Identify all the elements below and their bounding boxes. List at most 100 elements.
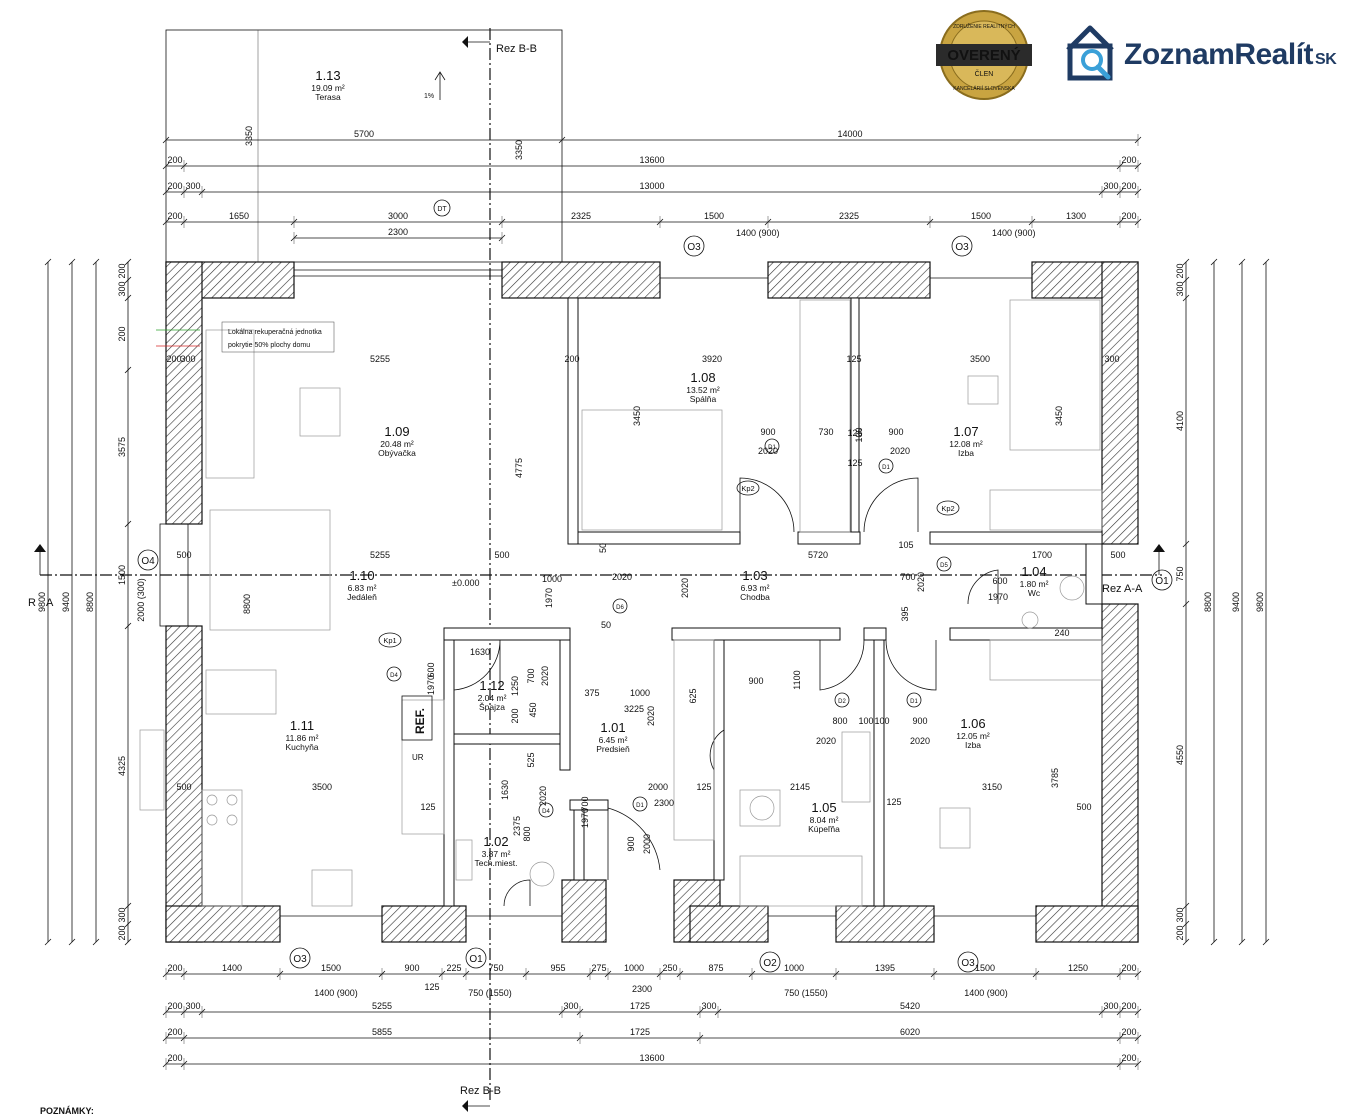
annotations: Lokálna rekuperačná jednotka pokrytie 50… — [156, 93, 479, 762]
room-name: Kuchyňa — [285, 742, 318, 752]
dim-label: 1725 — [630, 1001, 650, 1011]
right-dim-outer: 9800 — [1255, 258, 1270, 946]
interior-dim-label: 125 — [696, 782, 711, 792]
interior-dim-label: 525 — [526, 752, 536, 767]
dim-label: 900 — [404, 963, 419, 973]
house-search-icon — [1066, 25, 1114, 81]
interior-dim-label: 125 — [846, 354, 861, 364]
opening-tags: O3 O3 O3 O1 O2 O3 O4 O1 DT Kp2 Kp2 Kp1 D… — [137, 199, 1173, 973]
room-number: 1.09 — [384, 424, 409, 439]
room-name: Izba — [958, 448, 974, 458]
interior-dim-label: 3785 — [1050, 768, 1060, 788]
dim-label: 200 — [167, 155, 182, 165]
dim-label: 225 — [446, 963, 461, 973]
dim-label: 750 — [488, 963, 503, 973]
dim-label: 1400 (900) — [992, 228, 1036, 238]
dim-label: 200 — [167, 211, 182, 221]
interior-dim-label: 1970 — [426, 675, 436, 695]
tag-kp2-left: Kp2 — [741, 484, 754, 493]
interior-dim-label: 700 — [526, 668, 536, 683]
interior-dim-label: 100 — [854, 427, 864, 442]
interior-dim-label: 3500 — [970, 354, 990, 364]
dim-label: 200 — [1121, 211, 1136, 221]
interior-dim-label: 5255 — [370, 550, 390, 560]
tag-d1-room: D1 — [882, 465, 890, 471]
dim-label: 2000 (300) — [136, 578, 146, 622]
tag-o3-bottom-right: O3 — [961, 958, 975, 969]
interior-dim-label: 2020 — [646, 706, 656, 726]
left-dim-outer: 9800 — [37, 258, 52, 946]
interior-dim-label: 3225 — [624, 704, 644, 714]
dim-label: 300 — [563, 1001, 578, 1011]
dim-label: 13000 — [639, 181, 664, 191]
interior-dim-label: 500 — [176, 550, 191, 560]
room-number: 1.10 — [349, 568, 374, 583]
interior-dim-label: 100 — [874, 716, 889, 726]
tag-o4-left: O4 — [141, 556, 155, 567]
dim-label: 875 — [708, 963, 723, 973]
right-dim-mid: 9400 — [1231, 258, 1246, 946]
dim-label: 200 — [1121, 181, 1136, 191]
dim-label: 200 — [167, 181, 182, 191]
interior-dim-label: 200 — [166, 354, 181, 364]
tag-d6: D6 — [616, 605, 624, 611]
dim-label: 1400 — [222, 963, 242, 973]
interior-dim-label: 2020 — [680, 578, 690, 598]
dim-label: 200 — [167, 1001, 182, 1011]
interior-dim-label: 2000 — [648, 782, 668, 792]
room-name: Spálňa — [690, 394, 717, 404]
interior-dim-label: 2020 — [910, 736, 930, 746]
badge-bottom-text: KANCELÁRIÍ SLOVENSKA — [953, 85, 1015, 92]
interior-dim-label: 4775 — [514, 458, 524, 478]
dim-label: 8800 — [85, 592, 95, 612]
dim-label: 1400 (900) — [736, 228, 780, 238]
slope-text: 1% — [424, 93, 434, 100]
interior-dim-label: 700 — [900, 572, 915, 582]
verified-member-badge: OVERENÝ ČLEN ZDRUŽENIE REALITNÝCH KANCEL… — [914, 8, 1054, 104]
room-area: 19.09 m² — [311, 83, 345, 93]
dim-label: 1250 — [1068, 963, 1088, 973]
interior-dim-label: 395 — [900, 606, 910, 621]
dim-label: 750 (1550) — [468, 988, 512, 998]
tag-d1-room2: D1 — [910, 699, 918, 705]
dim-label: 300 — [1175, 907, 1185, 922]
interior-walls — [443, 297, 1103, 907]
dim-label: 1300 — [1066, 211, 1086, 221]
interior-dim-label: 450 — [528, 702, 538, 717]
tag-d4-pantry: D4 — [390, 673, 398, 679]
room-number: 1.03 — [742, 568, 767, 583]
room-area: 1.80 m² — [1020, 579, 1049, 589]
room-name: Jedáleň — [347, 592, 377, 602]
dim-label: 13600 — [639, 1053, 664, 1063]
interior-dim-label: 3450 — [1054, 406, 1064, 426]
interior-dim-label: 800 — [522, 826, 532, 841]
room-area: 3.87 m² — [482, 849, 511, 859]
interior-dim-label: 2020 — [538, 786, 548, 806]
interior-dim-label: 300 — [1104, 354, 1119, 364]
dim-label: 14000 — [837, 129, 862, 139]
interior-dim-label: 2000 — [642, 834, 652, 854]
dim-label: 6020 — [900, 1027, 920, 1037]
dim-label: 3575 — [117, 437, 127, 457]
tag-d1-bedroom: D1 — [768, 445, 776, 451]
dim-label: 200 — [117, 263, 127, 278]
interior-dim-label: 5720 — [808, 550, 828, 560]
dim-label: 750 (1550) — [784, 988, 828, 998]
dim-label: 200 — [117, 326, 127, 341]
interior-dim-label: 1100 — [792, 670, 802, 689]
interior-dim-label: 2300 — [654, 798, 674, 808]
